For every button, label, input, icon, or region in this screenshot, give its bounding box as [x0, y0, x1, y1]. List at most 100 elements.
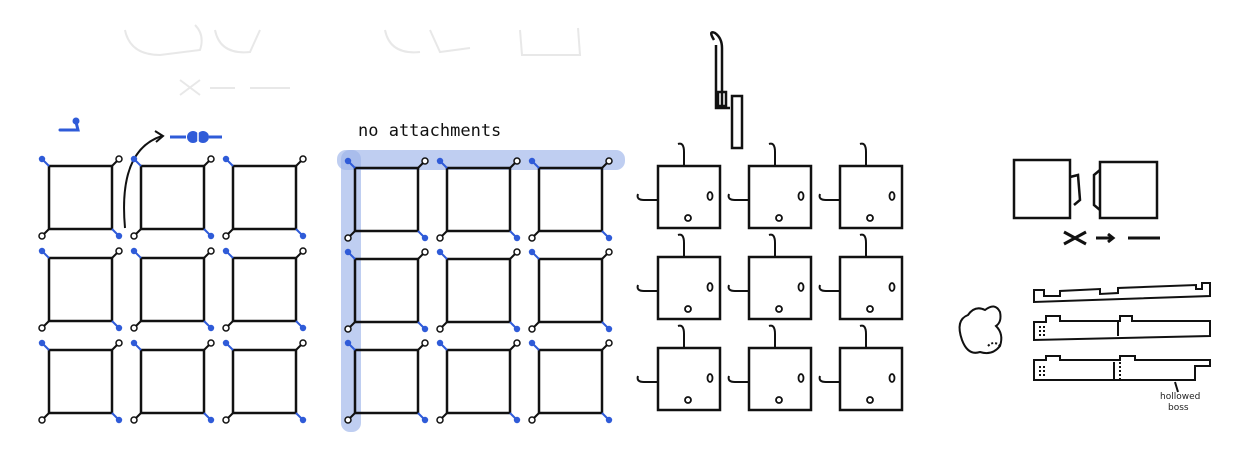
- top-hook: [859, 324, 867, 348]
- open-joint-dot: [605, 248, 613, 256]
- top-hook: [768, 142, 776, 166]
- blue-joint-dot: [38, 247, 46, 255]
- grid-cell: [344, 248, 429, 333]
- blue-joint-dot: [605, 416, 613, 424]
- hollowed-label: hollowed: [1160, 392, 1200, 402]
- open-joint-dot: [115, 247, 123, 255]
- hole-right: [888, 282, 896, 292]
- grid-cell: [528, 339, 613, 424]
- left-hook: [818, 375, 840, 383]
- open-joint-dot: [222, 416, 230, 424]
- hook-clip-diagram: [710, 31, 744, 150]
- open-joint-dot: [38, 324, 46, 332]
- grid-cell: [130, 247, 215, 332]
- hole-right: [706, 373, 714, 383]
- hole-bottom: [775, 396, 783, 404]
- blue-joint-dot: [344, 248, 352, 256]
- grid-cell: [130, 155, 215, 240]
- grid-cell: [344, 339, 429, 424]
- open-joint-dot: [38, 232, 46, 240]
- open-joint-dot: [130, 416, 138, 424]
- hole-bottom: [775, 305, 783, 313]
- open-joint-dot: [299, 155, 307, 163]
- blue-joint-dot: [115, 416, 123, 424]
- boss-label: boss: [1168, 403, 1189, 413]
- open-joint-dot: [528, 416, 536, 424]
- hole-bottom: [684, 305, 692, 313]
- open-joint-dot: [130, 232, 138, 240]
- open-joint-dot: [38, 416, 46, 424]
- hole-right: [888, 373, 896, 383]
- open-joint-dot: [436, 325, 444, 333]
- hook-cell: [636, 324, 722, 412]
- blue-joint-dot: [115, 232, 123, 240]
- blue-joint-dot: [38, 339, 46, 347]
- open-joint-dot: [299, 247, 307, 255]
- hook-cell: [727, 324, 813, 412]
- blue-joint-dot: [528, 248, 536, 256]
- blue-joint-dot: [222, 339, 230, 347]
- top-hook: [677, 233, 685, 257]
- blue-joint-dot: [130, 155, 138, 163]
- legend-connector-icon: [170, 131, 222, 143]
- left-hook: [636, 193, 658, 201]
- blue-joint-dot: [436, 339, 444, 347]
- faint-erased-sketch: [124, 24, 582, 96]
- blue-joint-dot: [344, 339, 352, 347]
- hook-cell: [818, 233, 904, 321]
- top-hook: [859, 142, 867, 166]
- blue-joint-dot: [421, 416, 429, 424]
- grid-cell: [528, 248, 613, 333]
- grid-cell: [436, 157, 521, 242]
- blue-joint-dot: [299, 232, 307, 240]
- open-joint-dot: [115, 339, 123, 347]
- top-hook: [768, 324, 776, 348]
- open-joint-dot: [421, 339, 429, 347]
- open-joint-dot: [513, 339, 521, 347]
- blue-joint-dot: [436, 248, 444, 256]
- open-joint-dot: [207, 339, 215, 347]
- hook-cell: [636, 233, 722, 321]
- top-hook: [677, 142, 685, 166]
- left-hook: [636, 284, 658, 292]
- left-hook: [727, 284, 749, 292]
- grid-cell: [344, 157, 429, 242]
- blue-joint-dot: [130, 339, 138, 347]
- blue-joint-dot: [421, 234, 429, 242]
- left-hook: [727, 193, 749, 201]
- grid-cell: [436, 339, 521, 424]
- grid-no-attachments: [344, 157, 613, 424]
- blue-joint-dot: [421, 325, 429, 333]
- blue-joint-dot: [115, 324, 123, 332]
- top-hook: [677, 324, 685, 348]
- blue-joint-dot: [513, 234, 521, 242]
- grid-cell: [38, 247, 123, 332]
- top-hook: [768, 233, 776, 257]
- open-joint-dot: [421, 157, 429, 165]
- blue-joint-dot: [528, 157, 536, 165]
- hole-right: [797, 373, 805, 383]
- hook-cell: [636, 142, 722, 230]
- open-joint-dot: [115, 155, 123, 163]
- hole-right: [797, 191, 805, 201]
- grid-cell: [436, 248, 521, 333]
- open-joint-dot: [605, 339, 613, 347]
- hole-bottom: [775, 214, 783, 222]
- grid-cell: [130, 339, 215, 424]
- left-hook: [818, 193, 840, 201]
- blue-joint-dot: [344, 157, 352, 165]
- open-joint-dot: [605, 157, 613, 165]
- hole-bottom: [866, 396, 874, 404]
- open-joint-dot: [344, 325, 352, 333]
- open-joint-dot: [528, 234, 536, 242]
- open-joint-dot: [207, 155, 215, 163]
- blue-joint-dot: [207, 416, 215, 424]
- grid-cell: [222, 155, 307, 240]
- blue-joint-dot: [513, 416, 521, 424]
- blue-joint-dot: [207, 232, 215, 240]
- left-hook: [818, 284, 840, 292]
- blue-joint-dot: [605, 234, 613, 242]
- curved-arrow: [123, 135, 163, 229]
- hook-cell: [727, 233, 813, 321]
- open-joint-dot: [222, 232, 230, 240]
